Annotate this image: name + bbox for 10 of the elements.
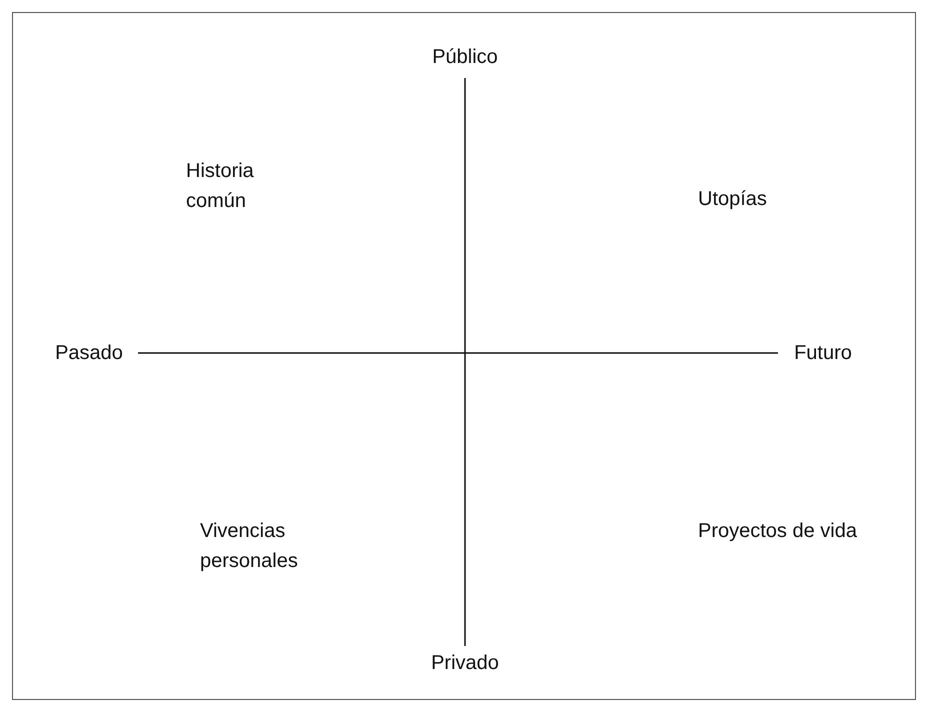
- axis-label: Futuro: [794, 340, 852, 366]
- quadrant-label: Historia común: [186, 159, 255, 214]
- axis-label: Privado: [431, 650, 499, 676]
- axis-line: [138, 352, 778, 354]
- axis-label: Pasado: [55, 340, 123, 366]
- axis-label: Público: [432, 44, 498, 70]
- quadrant-label: Proyectos de vida: [698, 519, 858, 544]
- axis-line: [464, 78, 466, 646]
- quadrant-label: Vivencias personales: [200, 519, 299, 574]
- quadrant-label: Utopías: [698, 187, 768, 212]
